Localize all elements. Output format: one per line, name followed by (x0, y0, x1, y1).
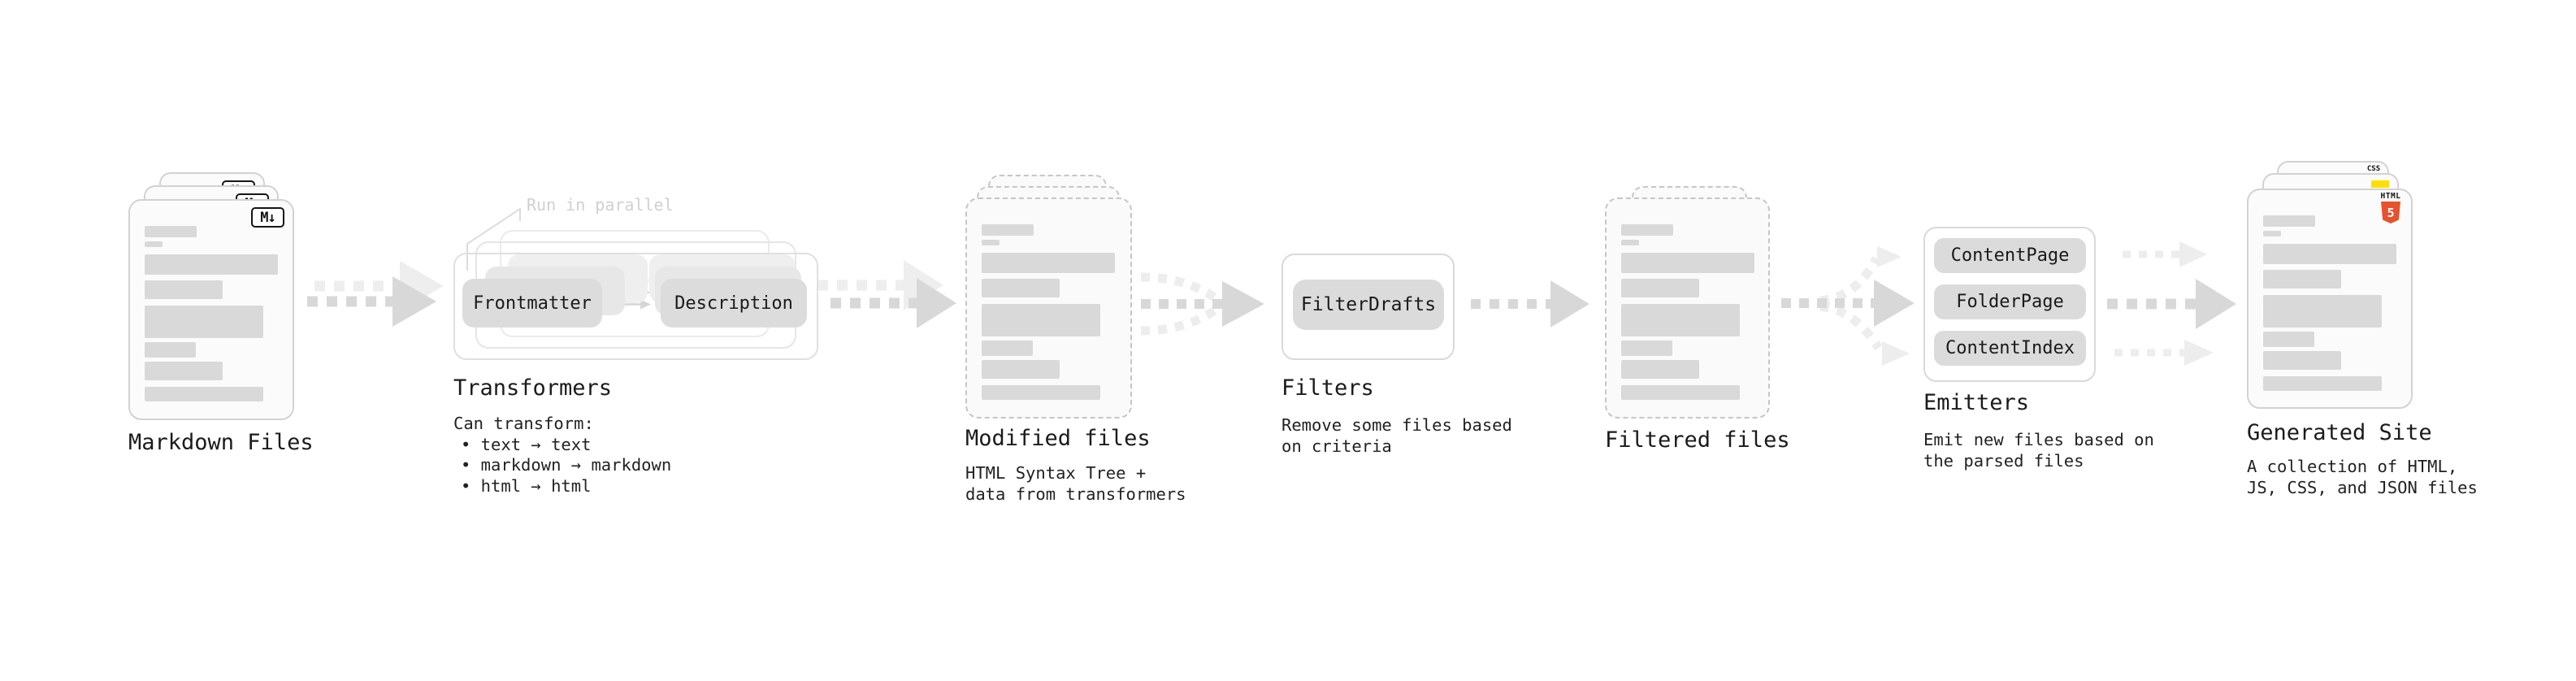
skeleton-bar (2263, 244, 2396, 264)
arrow-transformers-to-modified (817, 260, 956, 328)
skeleton-bar (982, 240, 1000, 245)
filtered-files-label: Filtered files (1605, 427, 1790, 453)
folderpage-pill: FolderPage (1934, 284, 2086, 319)
skeleton-bar (2263, 351, 2341, 370)
generated-site-desc-line: JS, CSS, and JSON files (2247, 477, 2478, 497)
filters-label: Filters (1281, 375, 1374, 401)
skeleton-bar (1621, 224, 1673, 236)
modified-files-desc-line: HTML Syntax Tree + (965, 463, 1147, 483)
contentpage-pill: ContentPage (1934, 238, 2086, 273)
javascript-icon (2371, 180, 2389, 188)
filters-desc-line: on criteria (1281, 436, 1392, 456)
generated-site-description: A collection of HTML, JS, CSS, and JSON … (2247, 457, 2478, 498)
generated-site-desc-line: A collection of HTML, (2247, 457, 2458, 476)
generated-file-card-front: HTML 5 (2247, 189, 2413, 409)
transformers-capability: • html → html (461, 475, 592, 496)
transformers-label: Transformers (453, 375, 613, 401)
filtered-file-card-front (1605, 197, 1770, 419)
skeleton-bar (145, 241, 163, 247)
skeleton-bar (1621, 279, 1699, 297)
skeleton-bar (2263, 295, 2382, 327)
frontmatter-pill: Frontmatter (462, 279, 602, 327)
contentindex-pill: ContentIndex (1934, 331, 2086, 366)
filterdrafts-pill: FilterDrafts (1293, 280, 1444, 330)
skeleton-bar (2263, 332, 2314, 347)
arrow-modified-to-filters (1140, 272, 1264, 336)
markdown-icon: M↓ (251, 207, 284, 228)
transformers-desc-title: Can transform: (453, 414, 594, 433)
arrow-markdown-to-transformers (307, 261, 444, 327)
run-in-parallel-annotation: Run in parallel (527, 195, 674, 215)
emitters-label: Emitters (1923, 390, 2030, 415)
emitters-desc-line: Emit new files based on (1923, 430, 2154, 449)
skeleton-bar (145, 387, 263, 401)
skeleton-bar (982, 224, 1034, 236)
skeleton-bar (982, 385, 1100, 400)
skeleton-bar (1621, 385, 1740, 400)
arrows-emitters-to-generated (2107, 241, 2236, 366)
skeleton-bar (1621, 360, 1699, 379)
emitters-description: Emit new files based on the parsed files (1923, 430, 2154, 471)
skeleton-bar (1621, 240, 1639, 245)
skeleton-bar (2263, 270, 2341, 288)
skeleton-bar (2263, 376, 2382, 391)
modified-files-label: Modified files (965, 426, 1151, 451)
skeleton-bar (982, 253, 1115, 273)
skeleton-bar (1621, 340, 1672, 356)
arrow-filtered-to-emitters (1781, 246, 1915, 366)
markdown-file-card-front: M↓ (128, 199, 294, 420)
transformers-box-front (453, 253, 818, 360)
skeleton-bar (982, 360, 1060, 379)
transformers-capability: • text → text (461, 434, 592, 454)
modified-files-description: HTML Syntax Tree + data from transformer… (965, 463, 1186, 505)
skeleton-bar (1621, 253, 1754, 273)
filters-description: Remove some files based on criteria (1281, 415, 1512, 457)
modified-file-card-front (965, 197, 1132, 419)
arrow-filters-to-filtered (1471, 280, 1589, 327)
skeleton-bar (2263, 231, 2281, 236)
filters-box (1281, 254, 1455, 360)
modified-files-desc-line: data from transformers (965, 484, 1186, 504)
skeleton-bar (145, 280, 223, 299)
emitters-box (1923, 227, 2096, 382)
description-pill: Description (661, 279, 807, 327)
run-in-parallel-callout-line (466, 207, 521, 271)
markdown-files-label: Markdown Files (128, 430, 314, 455)
skeleton-bar (982, 304, 1100, 336)
transformers-capability: • markdown → markdown (461, 455, 672, 475)
skeleton-bar (145, 342, 196, 358)
html5-icon: HTML 5 (2380, 193, 2401, 223)
skeleton-bar (145, 306, 263, 338)
skeleton-bar (145, 226, 197, 237)
filters-desc-line: Remove some files based (1281, 415, 1512, 435)
transformers-description: Can transform: • text → text • markdown … (453, 414, 671, 497)
generated-site-label: Generated Site (2247, 420, 2432, 445)
skeleton-bar (145, 254, 278, 275)
skeleton-bar (982, 279, 1060, 297)
skeleton-bar (982, 340, 1033, 356)
emitters-desc-line: the parsed files (1923, 450, 2084, 471)
skeleton-bar (2263, 215, 2315, 227)
skeleton-bar (1621, 304, 1740, 336)
skeleton-bar (145, 362, 223, 380)
